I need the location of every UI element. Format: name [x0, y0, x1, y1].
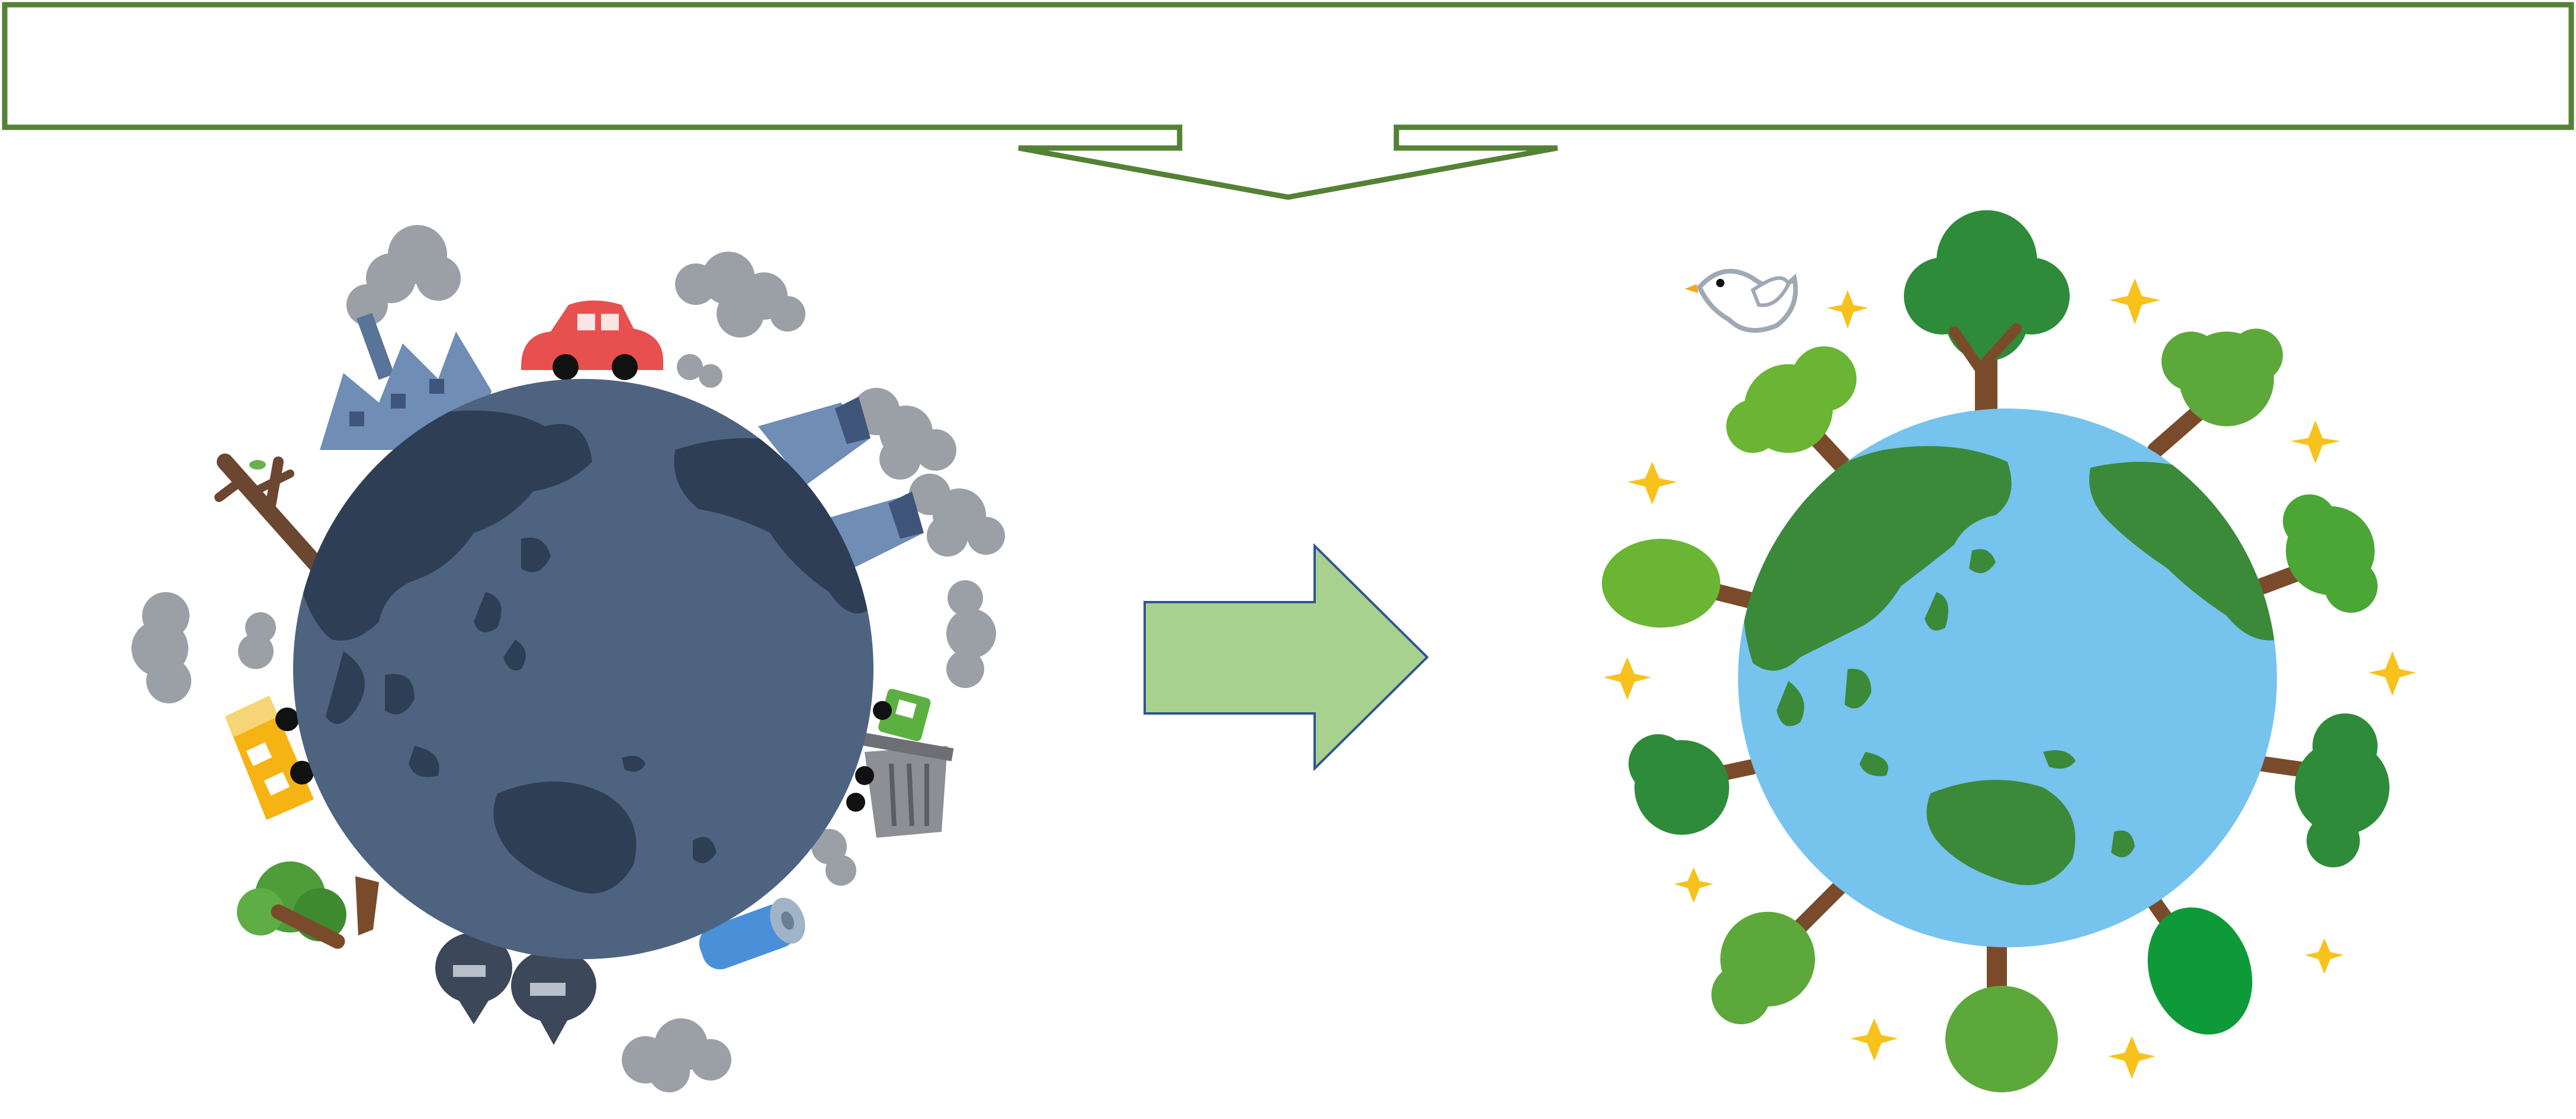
battery-icon: [699, 898, 805, 970]
transition-arrow: [1144, 543, 1429, 771]
car-icon: [521, 300, 663, 380]
polluted-globe: [293, 379, 873, 959]
polluted-earth: [131, 225, 1005, 1092]
sparkle-icon: [1604, 278, 2416, 1079]
truck-icon: [846, 689, 931, 812]
tree-icon: [237, 861, 379, 949]
dove-icon: [1685, 269, 1798, 333]
garbage-bag-icon: [435, 932, 596, 1045]
smoke-cloud-icon: [131, 225, 1005, 1092]
callout-text: [12, 12, 2558, 118]
trash-can-icon: [858, 732, 954, 838]
healthy-globe: [1738, 409, 2277, 947]
tree-icon: [1602, 210, 2389, 1092]
healthy-earth: [1602, 210, 2416, 1092]
bus-icon: [225, 696, 314, 820]
dead-tree-icon: [214, 454, 328, 577]
callout-box: [2, 2, 2574, 200]
